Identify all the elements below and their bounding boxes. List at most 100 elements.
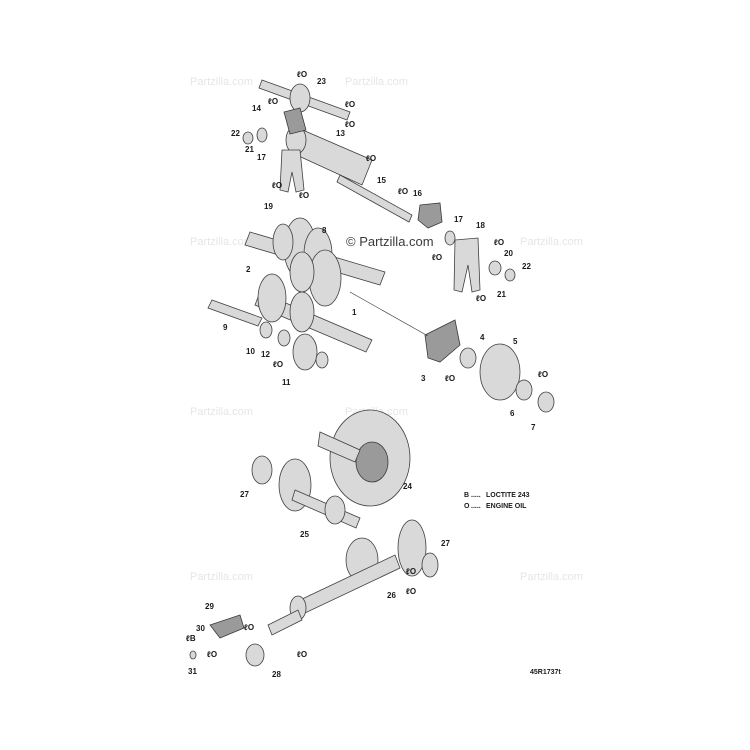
shift-fork-upper: [283, 107, 307, 135]
callout-15: 15: [377, 176, 386, 185]
lube-mark: ℓO: [345, 100, 355, 109]
callout-25: 25: [300, 530, 309, 539]
lube-mark: ℓO: [272, 181, 282, 190]
callout-24: 24: [403, 482, 412, 491]
callout-30: 30: [196, 624, 205, 633]
spring: [444, 230, 456, 246]
callout-13: 13: [336, 129, 345, 138]
bushing: [277, 329, 291, 347]
legend-text-oil: ENGINE OIL: [486, 503, 527, 510]
callout-27b: 27: [441, 539, 450, 548]
callout-8: 8: [322, 226, 327, 235]
lube-mark: ℓO: [432, 253, 442, 262]
lube-mark: ℓO: [476, 294, 486, 303]
shift-fork: [279, 149, 305, 193]
callout-9: 9: [223, 323, 228, 332]
lube-marks: ℓO ℓO ℓO ℓO ℓO ℓO ℓO ℓO ℓO ℓO ℓO ℓO ℓO ℓ…: [186, 70, 548, 659]
lube-mark: ℓO: [273, 360, 283, 369]
callout-6: 6: [510, 409, 515, 418]
callout-3: 3: [421, 374, 426, 383]
lube-mark: ℓO: [297, 650, 307, 659]
fork-rod: [336, 174, 413, 223]
callout-31: 31: [188, 667, 197, 676]
diagram-code: 45R1737t: [530, 669, 561, 676]
circlip: [251, 455, 273, 485]
shift-assembly: [242, 79, 516, 293]
bushing: [488, 260, 502, 276]
legend-separator: .....: [471, 503, 481, 510]
callout-18: 18: [476, 221, 485, 230]
gear: [292, 333, 318, 371]
lube-mark: ℓO: [406, 567, 416, 576]
gear-shaft: [317, 431, 361, 463]
legend-separator: .....: [471, 492, 481, 499]
gear: [257, 273, 287, 323]
lube-mark: ℓO: [207, 650, 217, 659]
legend-text-loctite: LOCTITE 243: [486, 492, 530, 499]
shift-fork-18: [453, 237, 481, 293]
washer: [242, 131, 254, 145]
watermark: Partzilla.com: [520, 571, 583, 583]
lube-mark: ℓO: [299, 191, 309, 200]
pin: [189, 650, 197, 660]
callout-27: 27: [240, 490, 249, 499]
gear: [272, 223, 294, 261]
lube-mark: ℓO: [398, 187, 408, 196]
watermark: Partzilla.com: [345, 76, 408, 88]
callout-21b: 21: [497, 290, 506, 299]
legend-symbol-b: B: [464, 492, 469, 499]
callout-26: 26: [387, 591, 396, 600]
bearing: [515, 379, 533, 401]
callout-21: 21: [245, 145, 254, 154]
lube-mark: ℓO: [244, 623, 254, 632]
callout-22: 22: [231, 129, 240, 138]
spring: [256, 127, 268, 143]
washer: [315, 351, 329, 369]
callout-17: 17: [257, 153, 266, 162]
pin: [207, 299, 263, 327]
watermark: Partzilla.com: [520, 236, 583, 248]
gear-shafts: [207, 217, 555, 413]
callout-5: 5: [513, 337, 518, 346]
large-gear-hub: [355, 441, 389, 483]
watermark: Partzilla.com: [190, 571, 253, 583]
gear: [479, 343, 521, 401]
lube-mark: ℓO: [345, 120, 355, 129]
callout-28: 28: [272, 670, 281, 679]
legend-symbol-o: O: [464, 503, 470, 510]
brand-mark: © Partzilla.com: [346, 234, 434, 249]
lube-mark: ℓO: [445, 374, 455, 383]
callout-10: 10: [246, 347, 255, 356]
spline-end: [267, 609, 303, 636]
washer: [259, 321, 273, 339]
watermark: Partzilla.com: [190, 236, 253, 248]
assembly-line: [349, 291, 429, 337]
cam-plate: [424, 319, 461, 363]
callout-7: 7: [531, 423, 536, 432]
watermark: Partzilla.com: [190, 76, 253, 88]
shift-fork-16: [417, 202, 443, 229]
watermark: Partzilla.com: [190, 406, 253, 418]
legend: B ..... LOCTITE 243 O ..... ENGINE OIL: [464, 492, 530, 510]
washer: [459, 347, 477, 369]
callout-16: 16: [413, 189, 422, 198]
pinion: [324, 495, 346, 525]
callout-19: 19: [264, 202, 273, 211]
callout-20: 20: [504, 249, 513, 258]
callout-11: 11: [282, 378, 291, 387]
callout-22b: 22: [522, 262, 531, 271]
callout-29: 29: [205, 602, 214, 611]
lube-mark: ℓO: [297, 70, 307, 79]
loctite-mark: ℓB: [186, 634, 196, 643]
lube-mark: ℓO: [538, 370, 548, 379]
output-shaft: [189, 519, 439, 667]
washer: [504, 268, 516, 282]
cap: [245, 643, 265, 667]
output-gears: [251, 409, 411, 529]
lube-mark: ℓO: [406, 587, 416, 596]
lube-mark: ℓO: [268, 97, 278, 106]
callout-17b: 17: [454, 215, 463, 224]
callout-23: 23: [317, 77, 326, 86]
callout-14: 14: [252, 104, 261, 113]
